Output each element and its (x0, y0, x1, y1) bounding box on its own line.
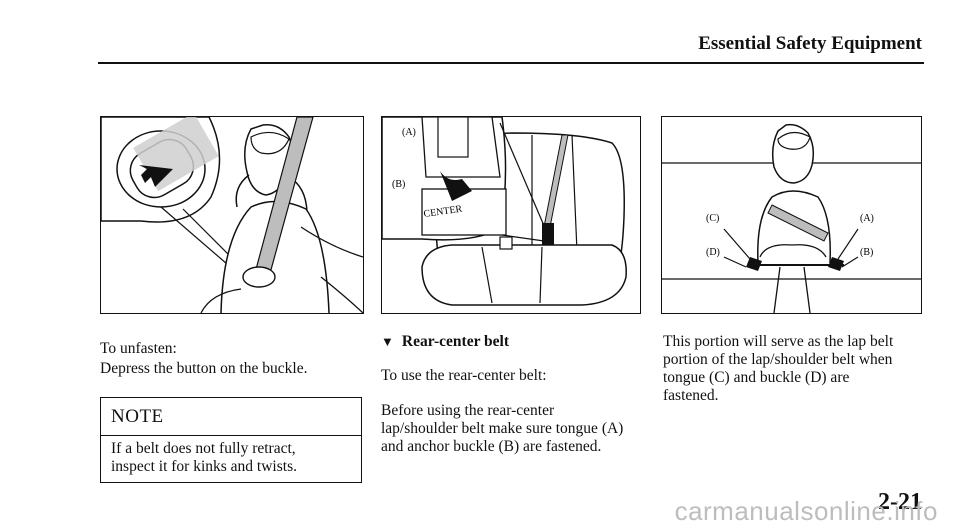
fig3-label-b: (B) (860, 247, 873, 258)
rear-center-belt-instruction: Before using the rear-center lap/shoulde… (381, 402, 661, 456)
section-title: Essential Safety Equipment (698, 33, 922, 54)
lap-belt-description: This portion will serve as the lap belt … (663, 333, 925, 405)
description-line-1: This portion will serve as the lap belt (663, 333, 894, 350)
rear-center-belt-intro: To use the rear-center belt: (381, 367, 547, 384)
unfasten-illustration (101, 117, 363, 313)
rear-center-belt-illustration: (A) (B) CENTER (382, 117, 640, 313)
triangle-bullet-icon: ▼ (381, 334, 394, 349)
rear-center-belt-heading-text: Rear-center belt (401, 333, 510, 350)
fig3-label-a: (A) (860, 213, 874, 224)
note-text: If a belt does not fully retract, inspec… (111, 440, 356, 476)
fig3-label-c: (C) (706, 213, 719, 224)
page-number: 2-21 (878, 489, 922, 515)
rear-center-belt-heading: ▼ Rear-center belt (381, 333, 509, 351)
note-box: NOTE If a belt does not fully retract, i… (100, 397, 362, 483)
figure-rear-center-belt: (A) (B) CENTER (381, 116, 641, 314)
watermark: carmanualsonline.info (674, 496, 938, 526)
fig2-label-a: (A) (402, 127, 416, 138)
fig2-label-b: (B) (392, 179, 405, 190)
fig3-label-d: (D) (706, 247, 720, 258)
note-divider (101, 435, 361, 436)
unfasten-instruction: Depress the button on the buckle. (100, 360, 308, 377)
instruction-line-1: Before using the rear-center (381, 402, 555, 419)
description-line-4: fastened. (663, 387, 719, 404)
description-line-3: tongue (C) and buckle (D) are (663, 369, 850, 386)
note-title: NOTE (111, 406, 164, 427)
description-line-2: portion of the lap/shoulder belt when (663, 351, 893, 368)
lap-belt-illustration: (C) (D) (A) (B) (662, 117, 921, 313)
figure-lap-belt-portion: (C) (D) (A) (B) (661, 116, 922, 314)
header-rule (98, 62, 924, 64)
fig2-label-center: CENTER (423, 204, 463, 220)
note-line-1: If a belt does not fully retract, (111, 440, 296, 457)
unfasten-heading: To unfasten: (100, 340, 177, 357)
figure-unfasten-buckle (100, 116, 364, 314)
instruction-line-2: lap/shoulder belt make sure tongue (A) (381, 420, 624, 437)
note-line-2: inspect it for kinks and twists. (111, 458, 297, 475)
instruction-line-3: and anchor buckle (B) are fastened. (381, 438, 602, 455)
